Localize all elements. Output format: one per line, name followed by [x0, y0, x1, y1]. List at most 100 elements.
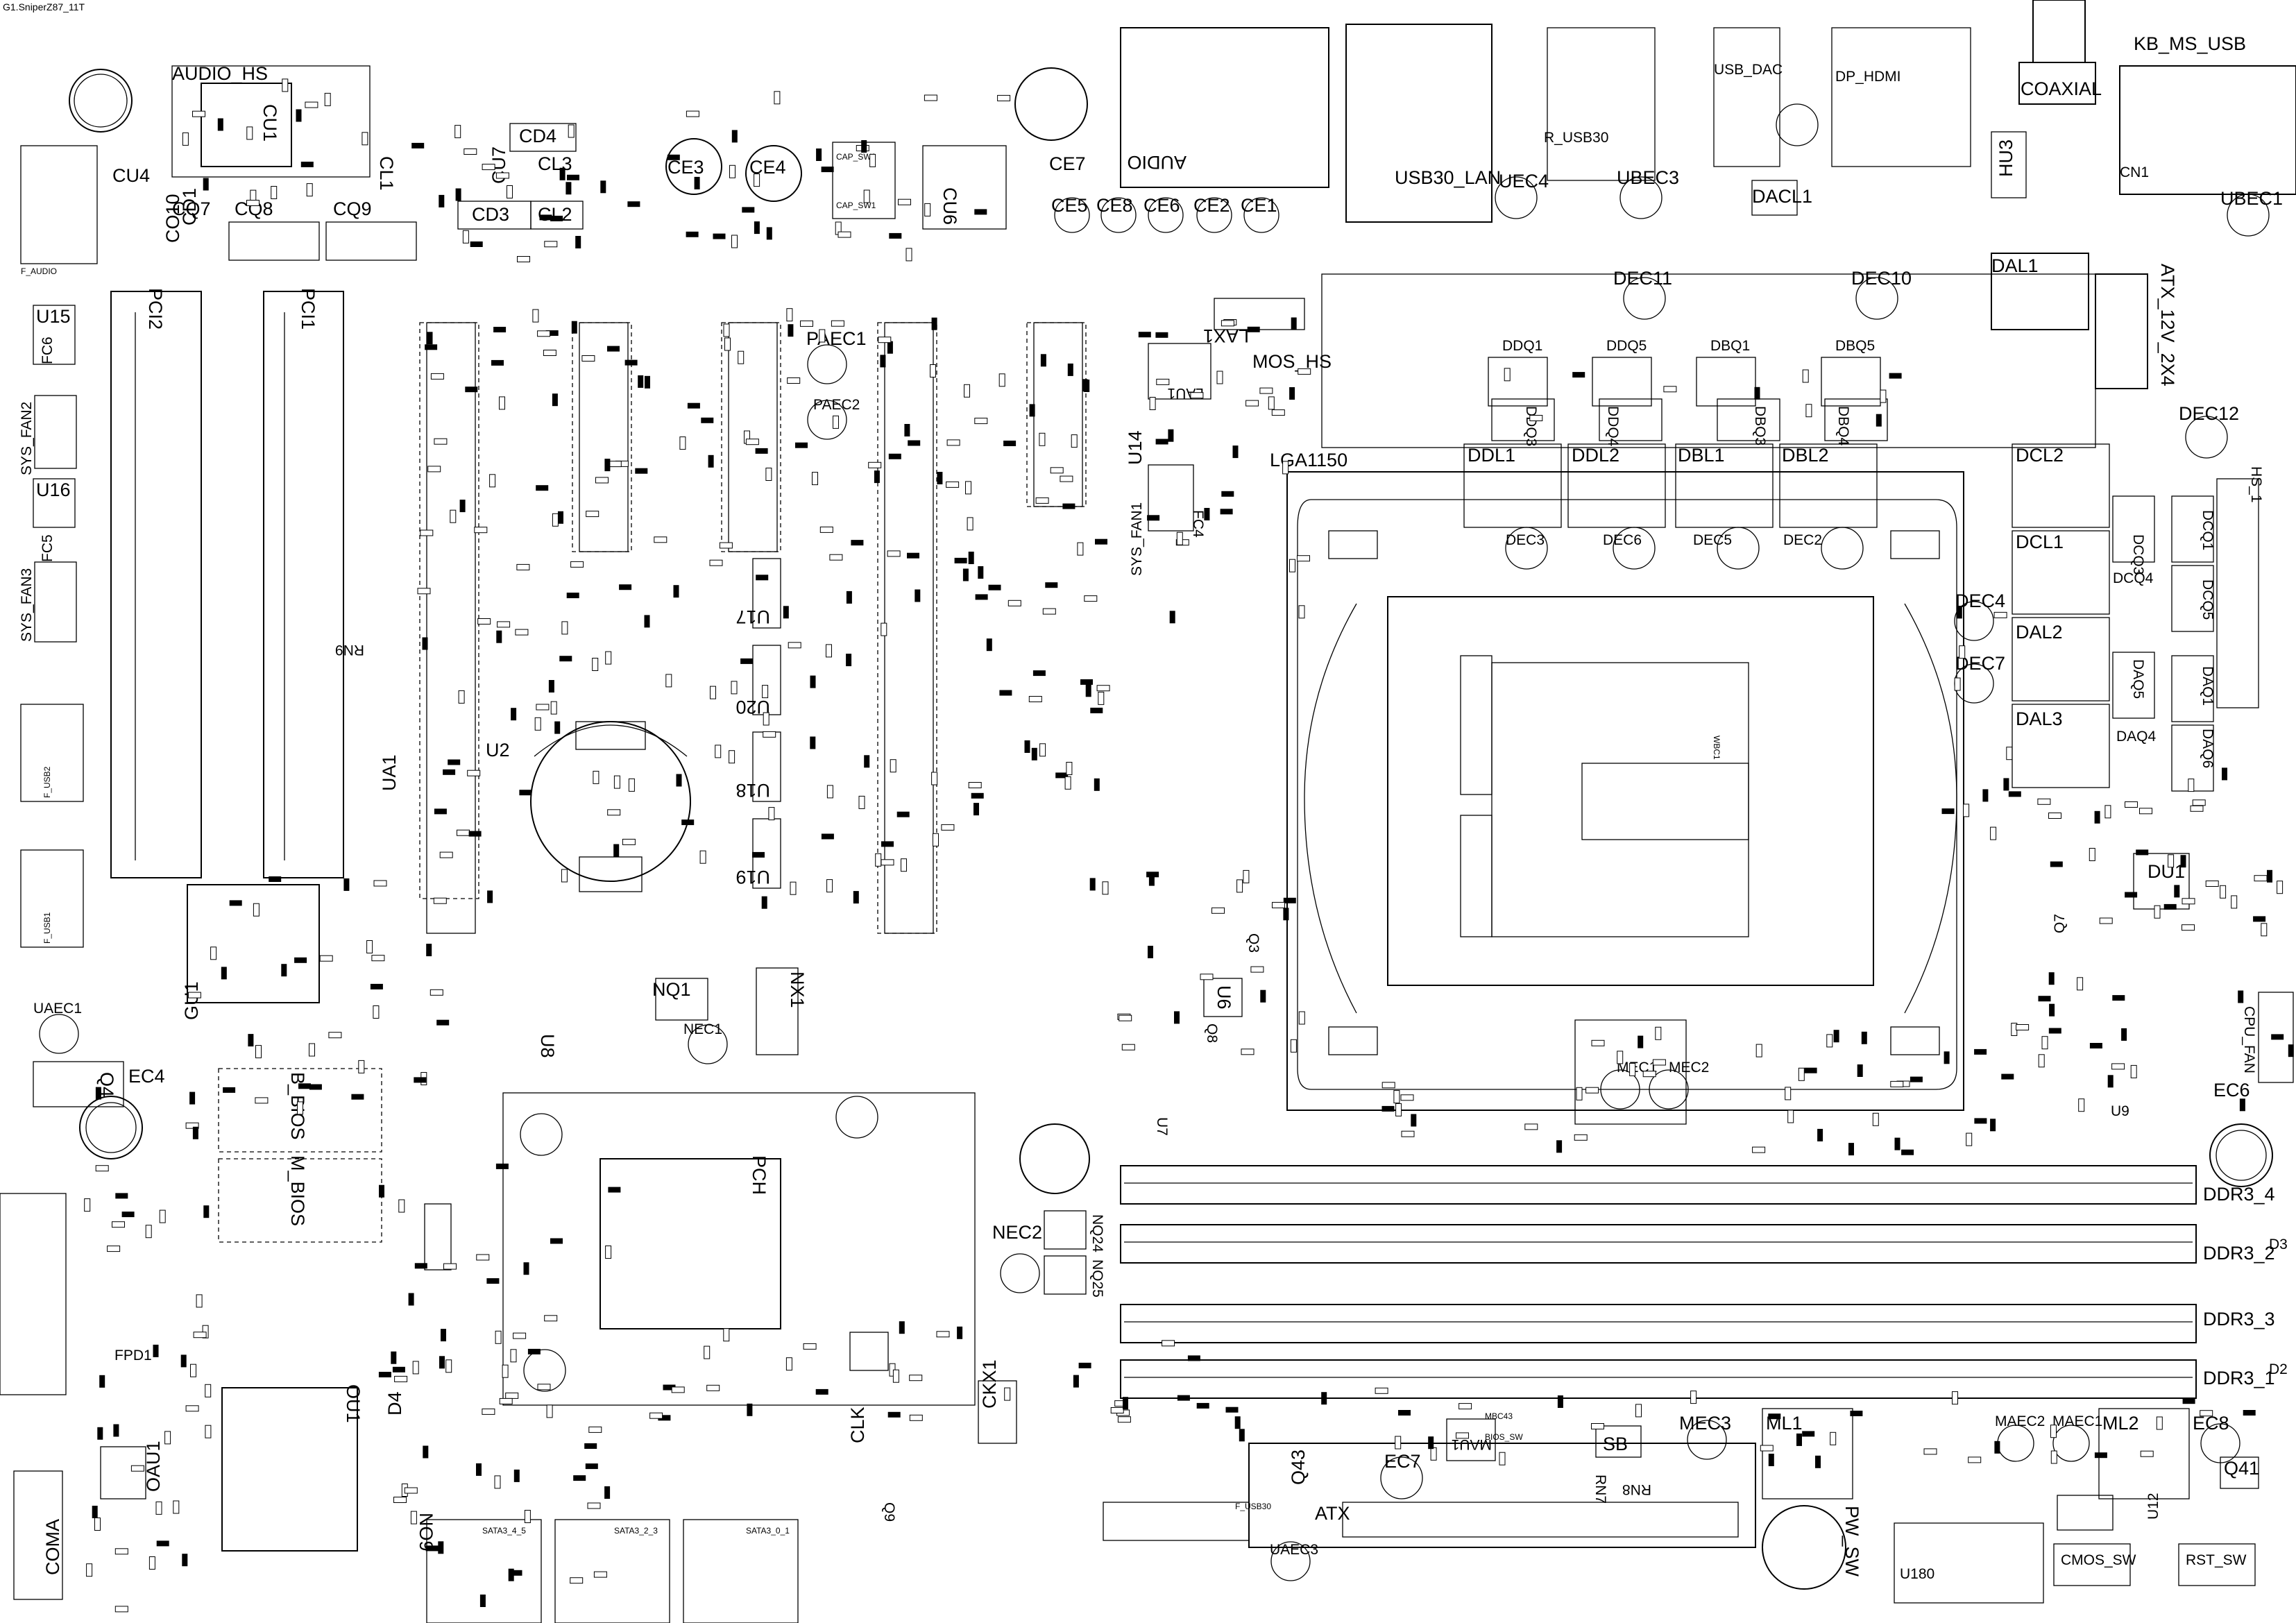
smd-pad: [622, 838, 636, 845]
smd-pad: [901, 858, 907, 872]
smd-pad: [1090, 707, 1103, 713]
smd-pad: [439, 194, 445, 207]
smd-pad: [974, 418, 988, 425]
smd-pad: [430, 989, 443, 996]
smd-pad: [411, 142, 425, 148]
smd-pad: [566, 593, 579, 599]
label-maec1: MAEC1: [2052, 1413, 2102, 1429]
smd-pad: [1861, 1031, 1867, 1044]
smd-pad: [699, 850, 706, 864]
smd-pad: [1039, 432, 1046, 446]
smd-pad: [786, 308, 793, 322]
smd-pad: [1032, 670, 1046, 677]
smd-pad: [1894, 1137, 1900, 1150]
label-audio-hs: AUDIO_HS: [172, 63, 268, 84]
label-daq1: DAQ1: [2200, 666, 2216, 706]
label-audio: AUDIO: [1127, 152, 1187, 173]
smd-pad: [627, 201, 640, 207]
label-u2: U2: [486, 740, 510, 760]
label-dec6: DEC6: [1603, 532, 1642, 548]
smd-pad: [476, 1463, 482, 1476]
smd-pad: [890, 759, 896, 773]
label-dbq5: DBQ5: [1835, 338, 1875, 354]
smd-pad: [510, 1349, 517, 1363]
smd-pad: [203, 1205, 210, 1218]
smd-pad: [193, 1332, 207, 1339]
smd-pad: [527, 1348, 541, 1354]
smd-pad: [319, 955, 333, 962]
smd-pad: [1060, 475, 1073, 482]
smd-pad: [974, 209, 987, 215]
label-cq9: CQ9: [333, 198, 372, 219]
smd-pad: [159, 1209, 166, 1223]
smd-pad: [458, 690, 465, 704]
smd-pad: [754, 173, 760, 187]
label-cu4: CU4: [112, 165, 150, 186]
smd-pad: [482, 1408, 495, 1415]
smd-pad: [2049, 1003, 2055, 1017]
smd-pad: [445, 1359, 452, 1373]
smd-pad: [223, 1087, 236, 1093]
smd-pad: [1755, 1044, 1762, 1057]
smd-pad: [888, 453, 901, 459]
smd-pad: [1968, 1456, 1982, 1463]
label-dal3: DAL3: [2016, 708, 2063, 729]
label-lax1: LAX1: [1203, 325, 1249, 346]
smd-pad: [552, 393, 558, 407]
label-sys-fan2: SYS_FAN2: [19, 402, 35, 475]
smd-pad: [774, 91, 781, 105]
smd-pad: [887, 550, 901, 557]
smd-pad: [1102, 881, 1109, 895]
smd-pad: [95, 1165, 109, 1172]
label-d2: D2: [2269, 1361, 2288, 1377]
smd-pad: [496, 630, 502, 643]
smd-pad: [255, 1097, 269, 1104]
label-ddq1: DDQ1: [1502, 338, 1542, 354]
label-atx-12v: ATX_12V_2X4: [2157, 264, 2178, 386]
smd-pad: [434, 808, 447, 815]
smd-pad: [441, 1329, 446, 1342]
label-ddl2: DDL2: [1572, 445, 1619, 466]
smd-pad: [1381, 1082, 1395, 1089]
smd-pad: [1282, 461, 1289, 475]
smd-pad: [1220, 509, 1233, 515]
label-ckx1: CKX1: [979, 1359, 1000, 1409]
smd-pad: [1321, 1392, 1327, 1405]
smd-pad: [1398, 1410, 1411, 1416]
label-cl2: CL2: [538, 204, 572, 225]
smd-pad: [761, 896, 767, 909]
label-cmos-sw: CMOS_SW: [2061, 1552, 2136, 1568]
smd-pad: [754, 221, 760, 235]
smd-pad: [229, 900, 242, 906]
label-u180: U180: [1900, 1566, 1934, 1582]
smd-pad: [210, 946, 217, 960]
smd-pad: [954, 557, 967, 563]
smd-pad: [2125, 892, 2138, 898]
smd-pad: [509, 1570, 522, 1576]
smd-pad: [379, 1184, 384, 1198]
smd-pad: [930, 364, 936, 377]
smd-pad: [575, 236, 581, 248]
smd-pad: [417, 588, 431, 595]
smd-pad: [2182, 1398, 2195, 1404]
smd-pad: [1096, 685, 1110, 692]
chipset-area: PCH NQ1 NEC1 NX1 U8 CLK CKX1 Q9 NEC2 NQ2…: [426, 933, 1261, 1623]
smd-pad: [1190, 392, 1204, 399]
smd-pad: [2188, 779, 2195, 792]
smd-pad: [414, 1263, 427, 1269]
label-dcl2: DCL2: [2016, 445, 2064, 466]
smd-pad: [2205, 881, 2219, 887]
smd-pad: [217, 118, 223, 131]
smd-pad: [511, 708, 517, 721]
smd-pad: [515, 629, 529, 636]
smd-pad: [608, 1187, 621, 1193]
smd-pad: [433, 897, 447, 904]
smd-pad: [1169, 611, 1175, 624]
smd-pad: [892, 1369, 899, 1383]
smd-pad: [810, 675, 816, 688]
smd-pad: [95, 1087, 101, 1100]
smd-pad: [548, 680, 554, 692]
smd-pad: [965, 481, 971, 495]
smd-pad: [550, 701, 557, 715]
